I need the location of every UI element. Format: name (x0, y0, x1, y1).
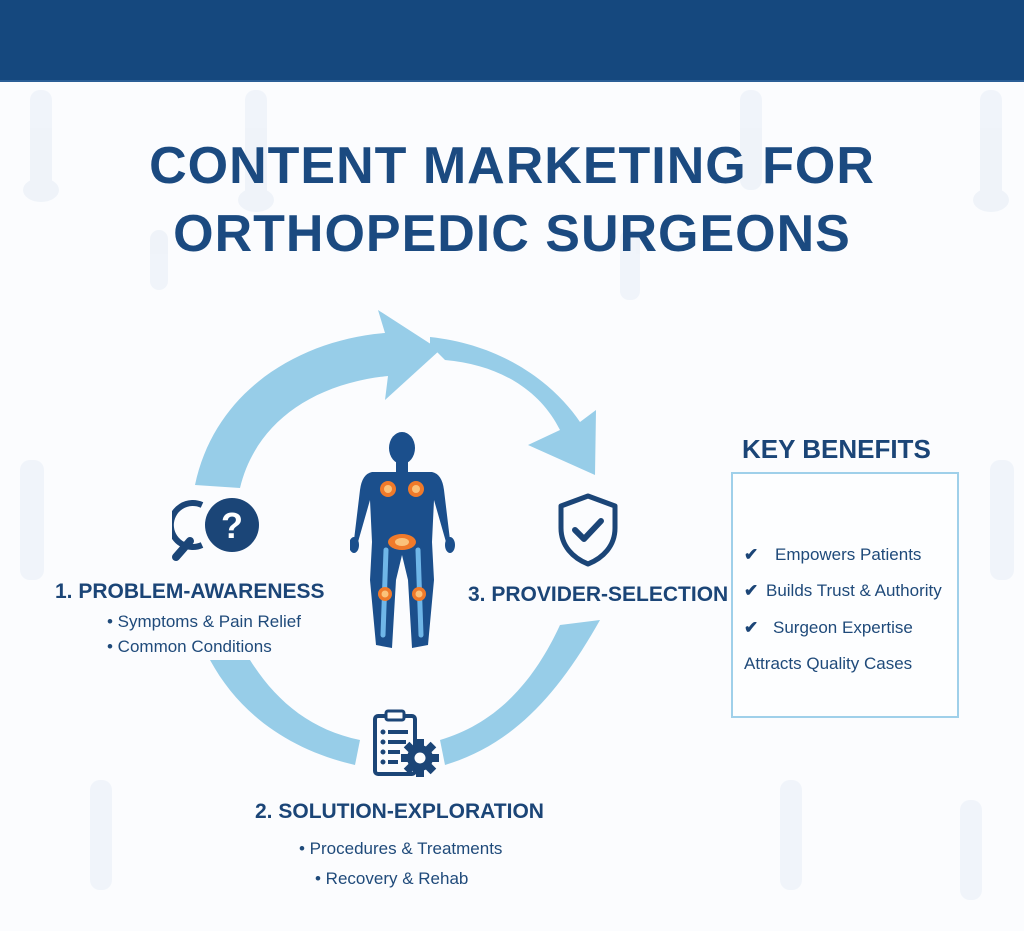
checkmark-icon: ✔ (744, 618, 759, 637)
stage-2-bullet-2: • Recovery & Rehab (315, 869, 469, 888)
stage-1-title: 1. PROBLEM-AWARENESS (55, 580, 325, 603)
benefit-item-4: Attracts Quality Cases (744, 654, 913, 673)
magnifier-question-icon: ? (172, 498, 259, 561)
title-line-1: CONTENT MARKETING FOR (149, 137, 875, 195)
stage-1-bullet-2: • Common Conditions (107, 637, 272, 656)
arrow-bottom-left (210, 660, 360, 765)
arrow-1-to-2 (195, 310, 440, 488)
stage-1-bullet-1: • Symptoms & Pain Relief (107, 612, 301, 631)
stage-2-bullet-1: • Procedures & Treatments (299, 839, 503, 858)
arrow-2-to-3 (430, 337, 596, 475)
shield-check-icon (558, 493, 618, 567)
benefit-item-3: ✔ Surgeon Expertise (744, 618, 913, 637)
title-line-2: ORTHOPEDIC SURGEONS (173, 205, 851, 263)
key-benefits-title: KEY BENEFITS (742, 434, 931, 464)
clipboard-gear-icon (373, 709, 439, 777)
benefit-item-2: ✔ Builds Trust & Authority (744, 581, 942, 600)
header-bar (0, 0, 1024, 82)
human-body-joints-icon (350, 432, 455, 648)
stage-2-title: 2. SOLUTION-EXPLORATION (255, 800, 544, 823)
arrow-bottom-right (440, 620, 600, 765)
checkmark-icon: ✔ (744, 581, 759, 600)
svg-text:?: ? (221, 505, 243, 546)
benefit-item-1: ✔ Empowers Patients (744, 545, 922, 564)
page-title: CONTENT MARKETING FOR ORTHOPEDIC SURGEON… (0, 132, 1024, 268)
checkmark-icon: ✔ (744, 545, 759, 564)
key-benefits-box (731, 472, 959, 718)
stage-3-title: 3. PROVIDER-SELECTION (468, 583, 729, 606)
